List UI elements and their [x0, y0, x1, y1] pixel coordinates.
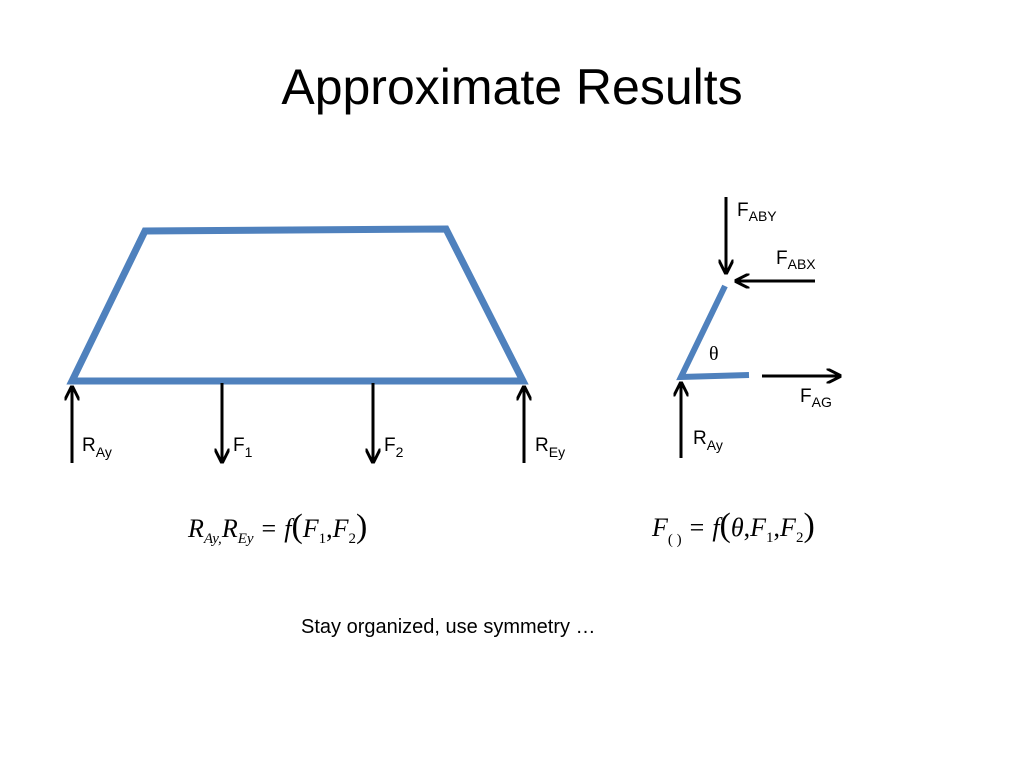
- label-rey: REy: [535, 435, 565, 460]
- label-theta: θ: [709, 343, 719, 365]
- label-ray: RAy: [82, 435, 112, 460]
- truss-arrows: [72, 383, 524, 463]
- equation-reactions: RAy,REy=f(F1,F2): [187, 508, 367, 547]
- joint-a-members: [676, 284, 750, 381]
- note-text: Stay organized, use symmetry …: [301, 616, 596, 638]
- label-fag: FAG: [800, 386, 832, 410]
- joint-arrows: [681, 197, 840, 458]
- label-joint-ray: RAy: [693, 428, 723, 453]
- label-fabx: FABX: [776, 248, 816, 272]
- slide-title: Approximate Results: [281, 59, 743, 115]
- label-f2: F2: [384, 435, 404, 460]
- truss: [66, 225, 529, 385]
- label-f1: F1: [233, 435, 253, 460]
- equation-member-forces: F( )=f(θ,F1,F2): [651, 507, 815, 548]
- label-faby: FABY: [737, 200, 777, 224]
- truss-members: [66, 225, 529, 385]
